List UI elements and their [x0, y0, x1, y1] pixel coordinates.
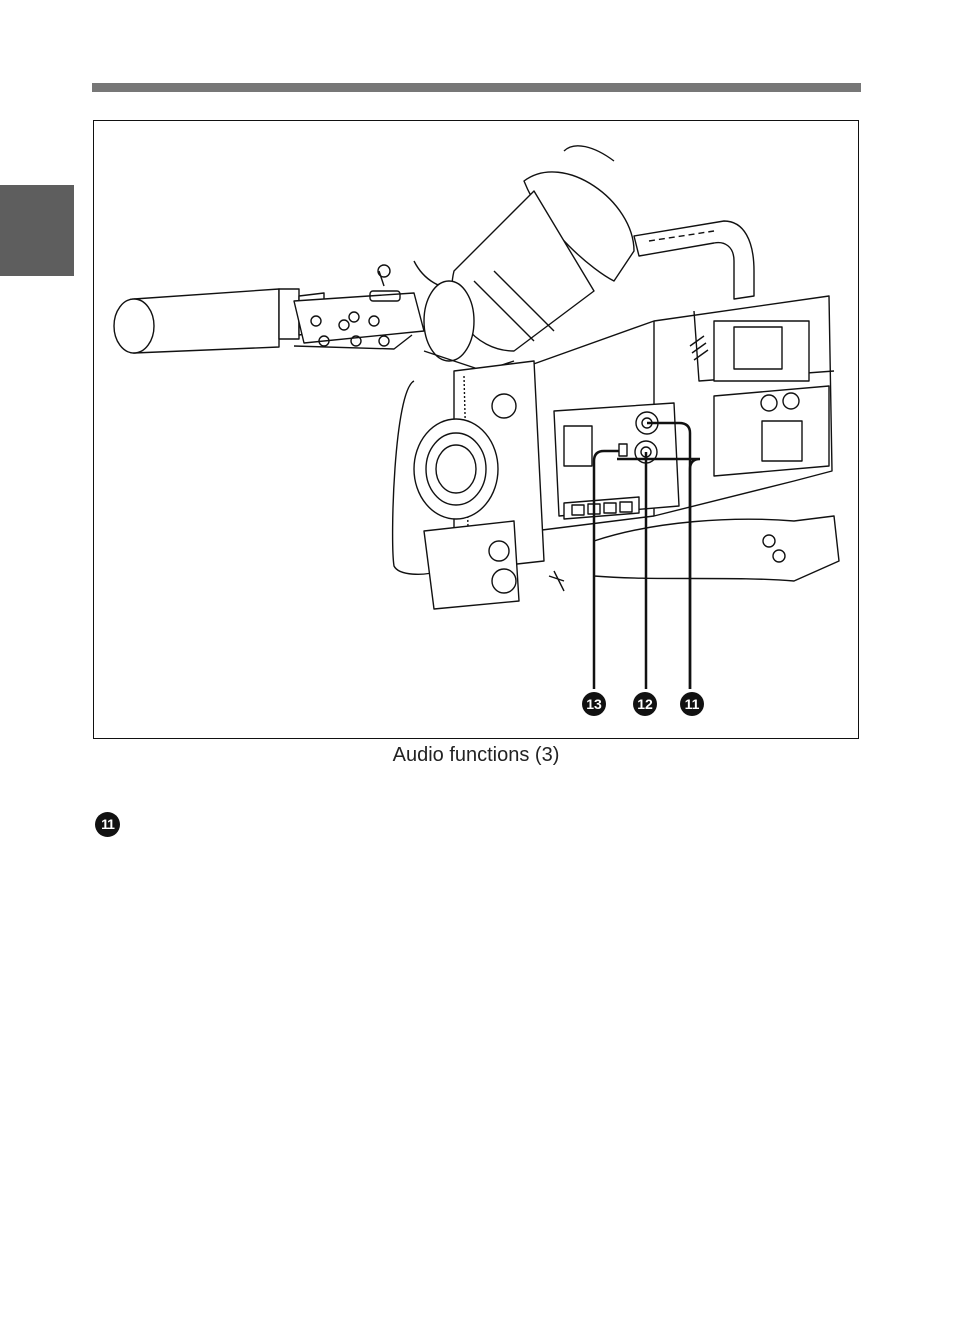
chapter-tab [0, 185, 74, 276]
microphone-illustration [114, 289, 324, 353]
figure-caption: Audio functions (3) [93, 744, 859, 767]
viewfinder-illustration [414, 146, 634, 371]
camera-figure: 13 12 11 [93, 120, 859, 739]
section-marker-11: 11 [95, 812, 120, 837]
shoulder-pad-illustration [549, 516, 839, 591]
carry-handle-illustration [634, 221, 754, 299]
callout-13: 13 [582, 692, 606, 716]
mic-holder-illustration [294, 265, 424, 349]
callout-11: 11 [680, 692, 704, 716]
callout-12: 12 [633, 692, 657, 716]
camcorder-illustration: 13 12 11 [94, 121, 860, 740]
camera-body-illustration [514, 296, 834, 531]
svg-text:12: 12 [637, 696, 653, 712]
header-rule [92, 83, 861, 92]
lens-mount-illustration [393, 361, 544, 609]
svg-text:13: 13 [586, 696, 602, 712]
svg-text:11: 11 [685, 696, 700, 712]
